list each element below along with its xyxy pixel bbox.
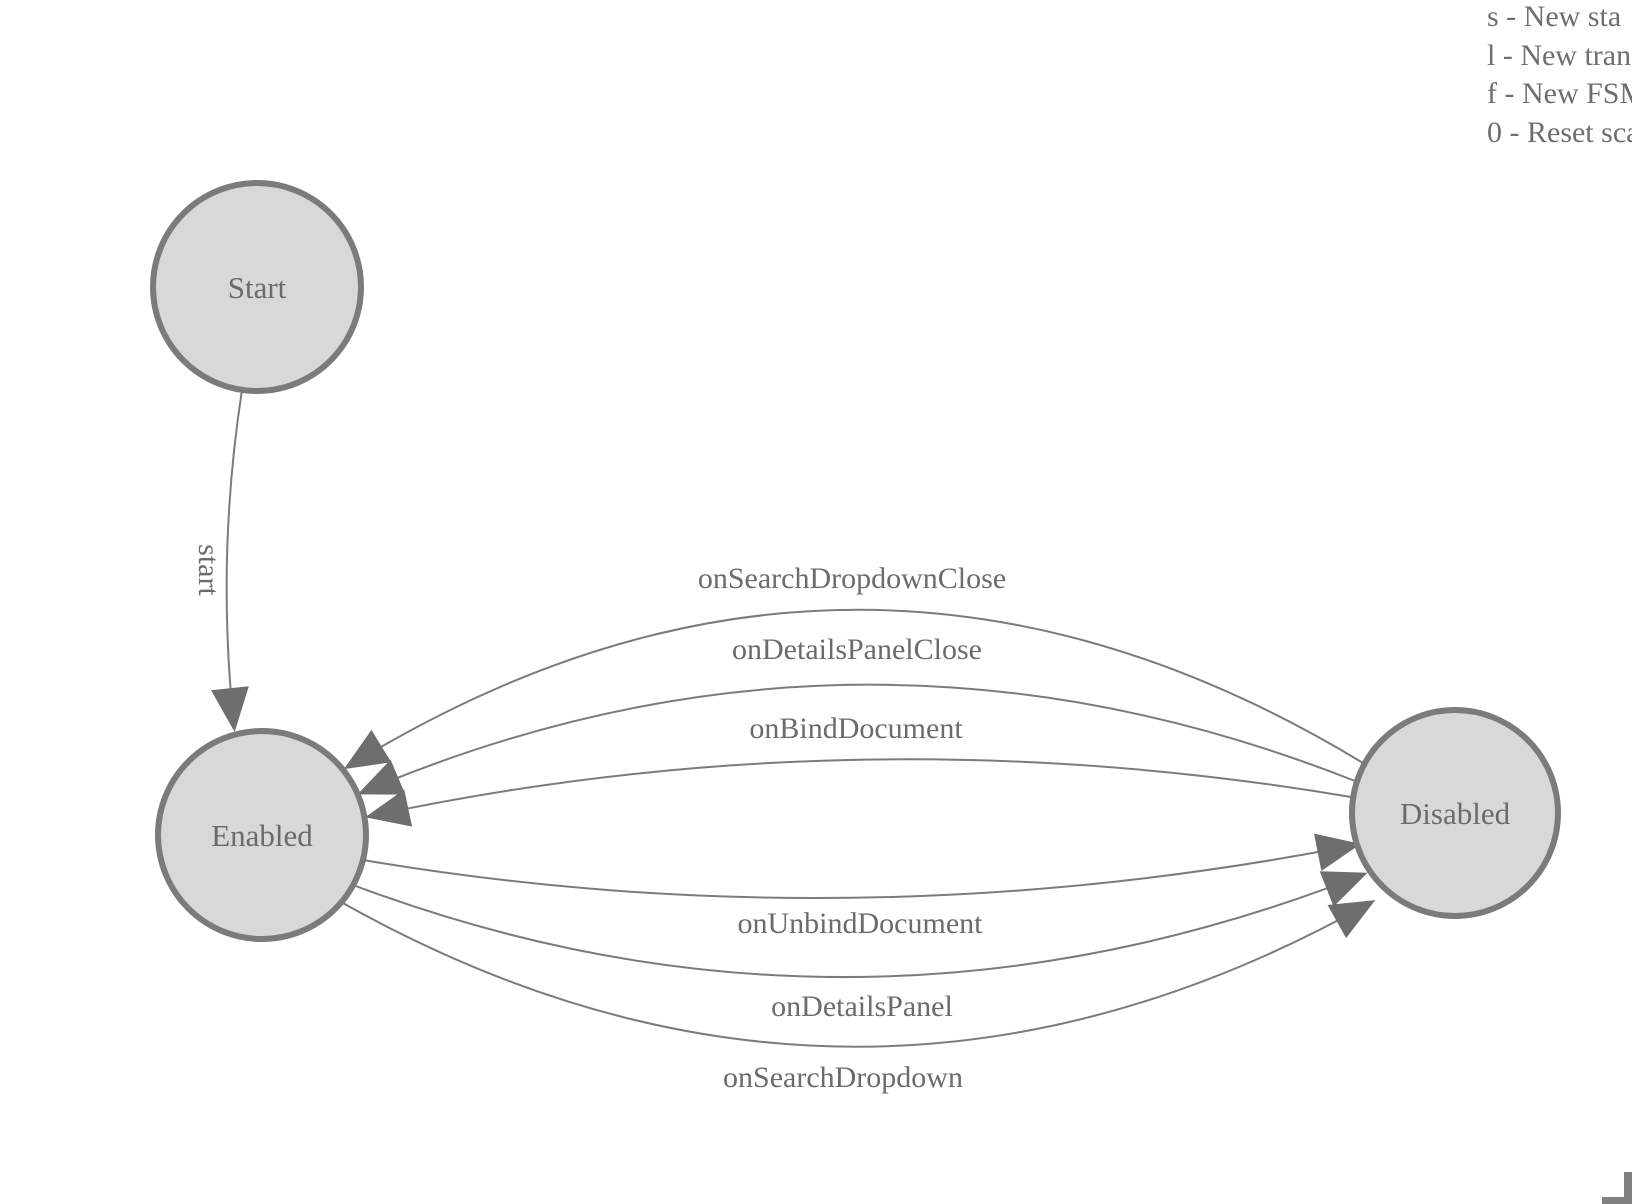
transition-edge-onBindDocument[interactable]: onBindDocument <box>365 712 1352 827</box>
frame-corner <box>1602 1172 1632 1204</box>
transition-edge-onDetailsPanel[interactable]: onDetailsPanel <box>352 871 1368 1023</box>
transition-label[interactable]: onBindDocument <box>749 712 963 745</box>
transition-path[interactable] <box>352 871 1368 979</box>
legend-item: f - New FSM <box>1487 77 1632 110</box>
transition-edge-onDetailsPanelClose[interactable]: onDetailsPanelClose <box>357 633 1356 795</box>
state-label: Disabled <box>1400 796 1511 831</box>
state-circle[interactable] <box>150 180 364 394</box>
shortcuts-legend: s - New sta l - New tran f - New FSM 0 -… <box>1487 0 1632 152</box>
transition-label[interactable]: start <box>192 544 225 596</box>
transition-edge-onUnbindDocument[interactable]: onUnbindDocument <box>362 833 1361 940</box>
transition-path[interactable] <box>343 608 1364 770</box>
transition-edge-onSearchDropdownClose[interactable]: onSearchDropdownClose <box>343 562 1364 770</box>
state-node-start[interactable]: Start <box>150 180 364 394</box>
state-circle[interactable] <box>155 728 369 942</box>
transition-label[interactable]: onSearchDropdownClose <box>698 562 1006 595</box>
transition-label[interactable]: onUnbindDocument <box>738 907 984 940</box>
transition-label[interactable]: onSearchDropdown <box>723 1061 963 1094</box>
transition-label[interactable]: onDetailsPanelClose <box>732 633 982 666</box>
transition-path[interactable] <box>362 833 1361 900</box>
transition-label[interactable]: onDetailsPanel <box>771 990 953 1023</box>
legend-item: 0 - Reset sca <box>1487 115 1632 149</box>
state-label: Enabled <box>211 818 313 853</box>
state-circle[interactable] <box>1349 707 1561 919</box>
legend-item: s - New sta <box>1487 0 1622 33</box>
transition-path[interactable] <box>357 683 1356 795</box>
state-node-enabled[interactable]: Enabled <box>155 728 369 942</box>
legend-item: l - New tran <box>1487 38 1632 72</box>
transition-path[interactable] <box>365 758 1352 827</box>
state-node-disabled[interactable]: Disabled <box>1349 707 1561 919</box>
transition-path[interactable] <box>211 389 249 732</box>
state-label: Start <box>228 270 287 305</box>
transition-edge-start[interactable]: start <box>192 389 249 732</box>
transition-edge-onSearchDropdown[interactable]: onSearchDropdown <box>340 900 1376 1094</box>
transition-path[interactable] <box>340 900 1376 1048</box>
